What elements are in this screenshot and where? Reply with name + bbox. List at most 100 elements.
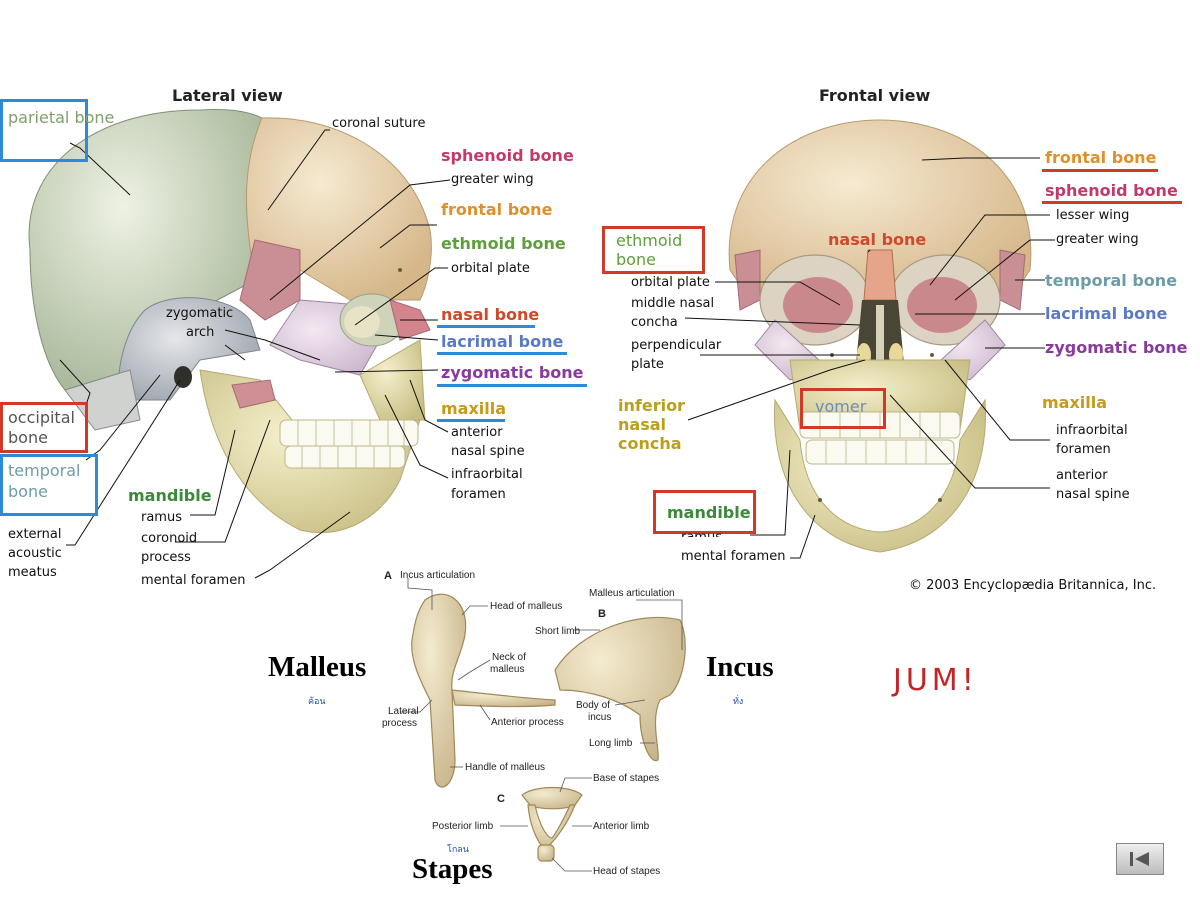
lateral-view-title: Lateral view <box>172 86 283 105</box>
ossicles-drawing <box>411 593 686 862</box>
ethmoid-highlight-box <box>602 226 705 274</box>
label-temporal-bone-front: temporal bone <box>1045 271 1178 290</box>
title-stapes: Stapes <box>412 853 493 885</box>
label-mnc-1: middle nasal <box>631 296 715 311</box>
leader-lines <box>59 129 1055 579</box>
label-nasal-bone-front: nasal bone <box>828 230 927 249</box>
ossicle-leader-lines <box>400 578 683 872</box>
label-c-letter: C <box>497 793 505 805</box>
label-nasal-bone: nasal bone <box>441 305 540 324</box>
label-malleus-articulation: Malleus articulation <box>589 588 675 599</box>
frontal-view-title: Frontal view <box>819 86 931 105</box>
note-malleus-thai: ค้อน <box>308 697 326 707</box>
label-zygomatic-bone: zygomatic bone <box>441 363 584 382</box>
label-occipital-1: occipital <box>8 408 75 427</box>
handwritten-note: JUM! <box>893 663 978 698</box>
label-mandible-lateral: mandible <box>128 486 212 505</box>
label-ramus-front: ramus <box>681 528 722 537</box>
copyright-text: © 2003 Encyclopædia Britannica, Inc. <box>909 578 1157 593</box>
zygomatic-underline <box>437 384 587 387</box>
label-neck-1: Neck of <box>492 652 526 663</box>
skip-to-start-button[interactable] <box>1116 843 1164 875</box>
label-ans-2: nasal spine <box>451 444 525 459</box>
label-neck-2: malleus <box>490 664 525 675</box>
label-orbital-plate: orbital plate <box>451 261 530 276</box>
label-ethmoid-2: bone <box>616 250 656 269</box>
label-frontal-bone: frontal bone <box>441 200 553 219</box>
label-posterior-limb: Posterior limb <box>432 821 494 832</box>
label-greater-wing-front: greater wing <box>1056 232 1139 247</box>
label-coronal-suture: coronal suture <box>332 116 426 131</box>
label-anterior-process: Anterior process <box>491 717 564 728</box>
mandible-highlight-box <box>653 490 756 534</box>
label-zygomatic-arch-1: zygomatic <box>166 306 234 321</box>
label-zygomatic-bone-front: zygomatic bone <box>1045 338 1188 357</box>
frontal-skull-drawing <box>728 119 1032 553</box>
vomer-highlight-box <box>800 388 886 429</box>
label-ramus-lateral: ramus <box>141 510 182 525</box>
label-ans-1: anterior <box>451 425 503 440</box>
label-sphenoid-bone: sphenoid bone <box>441 146 574 165</box>
parietal-highlight-box <box>0 99 88 162</box>
label-pp-2: plate <box>631 357 664 372</box>
note-stapes-thai: โกลน <box>447 845 469 855</box>
label-body-1: Body of <box>576 700 610 711</box>
label-long-limb: Long limb <box>589 738 633 749</box>
lateral-skull-drawing <box>28 109 432 534</box>
temporal-highlight-box <box>0 454 98 516</box>
title-malleus: Malleus <box>268 651 367 683</box>
label-short-limb: Short limb <box>535 626 581 637</box>
label-coronoid-2: process <box>141 550 191 565</box>
label-pp-1: perpendicular <box>631 338 722 353</box>
title-incus: Incus <box>706 651 774 683</box>
label-greater-wing: greater wing <box>451 172 534 187</box>
label-ethmoid-bone: ethmoid bone <box>441 234 566 253</box>
label-lateral-1: Lateral <box>388 706 419 717</box>
label-mental-foramen-lateral: mental foramen <box>141 573 246 588</box>
label-anterior-limb: Anterior limb <box>593 821 650 832</box>
label-temporal-2: bone <box>8 482 48 501</box>
label-temporal-1: temporal <box>8 461 81 480</box>
occipital-highlight-box <box>0 402 88 453</box>
label-eam-3: meatus <box>8 565 57 580</box>
label-incus-articulation: Incus articulation <box>400 570 476 581</box>
maxilla-underline <box>437 419 505 422</box>
frontal-underline <box>1042 169 1158 172</box>
label-base-of-stapes: Base of stapes <box>593 773 660 784</box>
label-mental-foramen-front: mental foramen <box>681 549 786 564</box>
label-handle-of-malleus: Handle of malleus <box>465 762 546 773</box>
label-b-letter: B <box>598 608 606 620</box>
label-inc-1: inferior <box>618 396 685 415</box>
label-parietal-bone: parietal bone <box>8 108 115 127</box>
nasal-underline <box>437 325 535 328</box>
lacrimal-underline <box>437 352 567 355</box>
label-mandible-front: mandible <box>667 503 751 522</box>
label-lateral-2: process <box>382 718 418 729</box>
label-ethmoid-1: ethmoid <box>616 231 683 250</box>
label-zygomatic-arch-2: arch <box>186 325 215 340</box>
label-head-of-malleus: Head of malleus <box>490 601 563 612</box>
label-infraorbital-front-1: infraorbital <box>1056 423 1128 438</box>
blank-header-area <box>0 0 1200 86</box>
label-ans-front-1: anterior <box>1056 468 1108 483</box>
label-infraorbital-2: foramen <box>451 487 506 502</box>
label-infraorbital-1: infraorbital <box>451 467 523 482</box>
label-ans-front-2: nasal spine <box>1056 487 1130 502</box>
label-maxilla-front: maxilla <box>1042 393 1108 412</box>
label-inc-2: nasal <box>618 415 666 434</box>
sphenoid-underline <box>1042 201 1182 204</box>
label-mnc-2: concha <box>631 315 678 330</box>
label-lacrimal-bone-front: lacrimal bone <box>1045 304 1168 323</box>
label-head-of-stapes: Head of stapes <box>593 866 661 877</box>
label-frontal-bone-front: frontal bone <box>1045 148 1157 167</box>
label-body-2: incus <box>588 712 612 723</box>
label-vomer: vomer <box>815 397 867 416</box>
label-inc-3: concha <box>618 434 682 453</box>
label-sphenoid-bone-front: sphenoid bone <box>1045 181 1178 200</box>
label-eam-2: acoustic <box>8 546 62 561</box>
label-lacrimal-bone: lacrimal bone <box>441 332 564 351</box>
note-incus-thai: ทั่ง <box>733 697 744 707</box>
label-infraorbital-front-2: foramen <box>1056 442 1111 457</box>
label-maxilla: maxilla <box>441 399 507 418</box>
